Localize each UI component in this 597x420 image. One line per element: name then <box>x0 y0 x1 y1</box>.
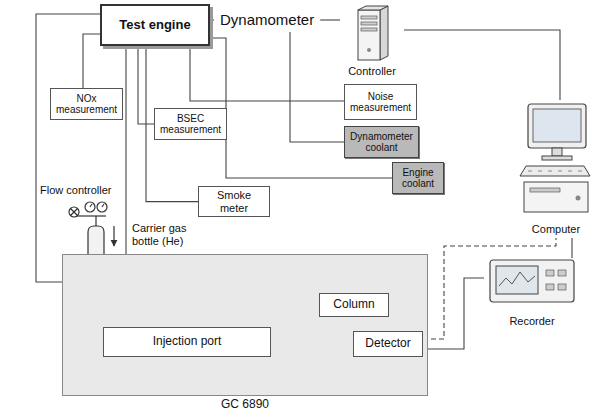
coolant-box: Engine coolant <box>392 162 444 194</box>
node-label: BSEC measurement <box>159 113 222 136</box>
node-label: Controller <box>348 65 396 78</box>
controller-icon: Controller <box>340 4 404 80</box>
connector <box>190 46 344 101</box>
computer-symbol <box>518 100 594 238</box>
gas-bottle <box>88 226 104 254</box>
node-label: Dynamometer <box>220 11 314 28</box>
node-label: Dynamometer coolant <box>349 131 414 154</box>
node-label: Computer <box>532 223 580 236</box>
gas-bottle-label: Carrier gas bottle (He) <box>132 222 198 248</box>
measurement-box: Noise measurement <box>344 84 417 120</box>
flow-controller-label: Flow controller <box>40 184 120 197</box>
measurement-box: NOx measurement <box>50 88 123 120</box>
flow-arrow <box>113 226 114 246</box>
connector <box>571 238 572 258</box>
connector <box>210 19 214 20</box>
node-label: Smoke meter <box>203 189 265 214</box>
flow-regulator <box>69 202 107 226</box>
node-label: NOx measurement <box>55 93 118 116</box>
connector <box>83 34 100 88</box>
connector <box>320 19 340 20</box>
connector <box>423 278 484 349</box>
node-label: Noise measurement <box>349 91 412 114</box>
housing-title: GC 6890 <box>63 395 427 412</box>
recorder-icon: Recorder <box>484 258 580 330</box>
node-label: Injection port <box>153 335 222 349</box>
node-label: Recorder <box>509 315 554 328</box>
node-label: Column <box>333 298 374 312</box>
meter-box: Smoke meter <box>198 186 270 217</box>
dynamometer-label-box: Dynamometer <box>214 8 320 32</box>
connector <box>290 32 344 142</box>
computer-icon: Computer <box>518 100 594 238</box>
measurement-box: BSEC measurement <box>154 108 227 140</box>
node-label: Detector <box>365 337 410 351</box>
process-box: Column <box>319 293 389 317</box>
process-box: Injection port <box>103 327 271 357</box>
node-label: Engine coolant <box>397 167 439 190</box>
engine-box: Test engine <box>100 4 210 46</box>
node-label: Test engine <box>119 18 190 33</box>
connector <box>36 14 100 282</box>
connector <box>404 30 560 100</box>
gc-housing: Injection portColumnDetectorGC 6890 <box>62 254 428 396</box>
coolant-box: Dynamometer coolant <box>344 126 419 158</box>
process-box: Detector <box>353 331 423 357</box>
